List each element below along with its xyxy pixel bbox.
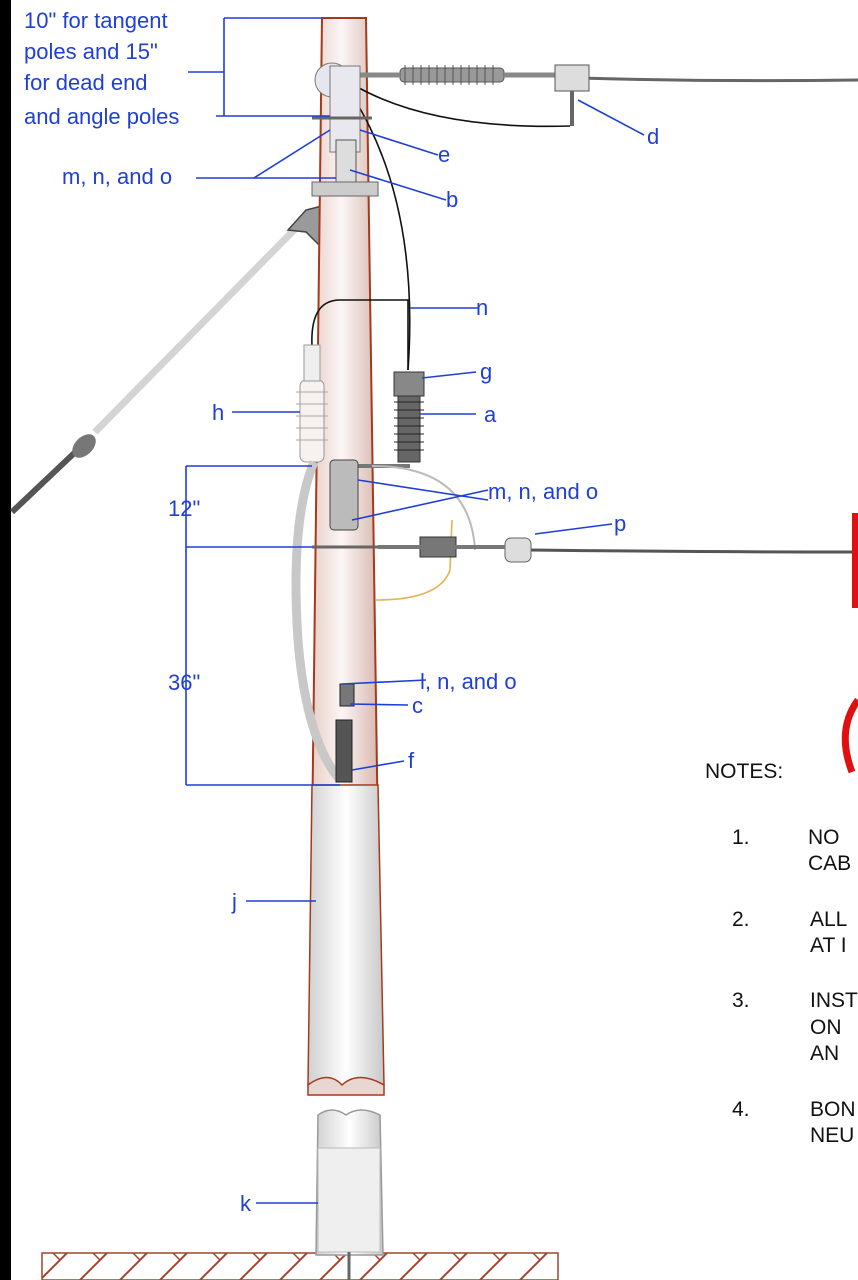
pole-butt-wrap xyxy=(317,1147,381,1253)
callout-k: k xyxy=(240,1191,252,1216)
jumper-wire-top xyxy=(351,83,571,128)
spacing-note-line-2: poles and 15" xyxy=(24,39,158,64)
dimension-36-inch: 36" xyxy=(168,670,200,695)
callout-l-n-o: l, n, and o xyxy=(420,669,517,694)
note-1-line-1: NO xyxy=(808,826,840,849)
cutout-mount xyxy=(335,139,357,189)
insulator-sheds xyxy=(404,65,494,85)
ground-wire-yellow xyxy=(375,519,453,601)
note-3-line-2: ON xyxy=(810,1016,842,1039)
lower-clamp xyxy=(339,683,355,707)
note-1-line-2: CAB xyxy=(808,852,851,875)
dimension-12-inch: 12" xyxy=(168,496,200,521)
callout-n: n xyxy=(476,295,488,320)
bracket-band xyxy=(311,181,379,197)
spacing-note-line-3: for dead end xyxy=(24,70,148,95)
termination-top xyxy=(303,344,321,382)
termination-sheds xyxy=(296,391,328,441)
service-drop-bundle xyxy=(371,465,476,551)
guy-attachment xyxy=(286,205,323,250)
jumper-wire-down xyxy=(349,91,411,371)
callout-c: c xyxy=(412,693,423,718)
dimension-lines xyxy=(185,17,340,786)
note-2-number: 2. xyxy=(732,908,750,931)
note-4-number: 4. xyxy=(732,1098,750,1121)
note-3-number: 3. xyxy=(732,989,750,1012)
suspension-insulator xyxy=(399,67,505,83)
callout-e: e xyxy=(438,142,450,167)
callout-j: j xyxy=(231,889,237,914)
deadend-clamp xyxy=(554,64,590,92)
callout-m-n-o-top: m, n, and o xyxy=(62,164,172,189)
red-accent-arc xyxy=(841,697,858,774)
callout-d: d xyxy=(647,124,659,149)
riser-cable xyxy=(291,460,344,783)
callout-a: a xyxy=(484,402,497,427)
guy-wire xyxy=(92,225,299,435)
note-4-line-1: BON xyxy=(810,1098,856,1121)
guy-turnbuckle xyxy=(72,434,96,458)
pole-break-top xyxy=(307,1076,385,1096)
ground-bracket xyxy=(329,459,359,531)
notes-heading: NOTES: xyxy=(705,760,783,783)
callout-m-n-o-mid: m, n, and o xyxy=(488,479,598,504)
surge-arrester xyxy=(397,395,421,463)
neutral-messenger xyxy=(529,548,858,554)
leader-lines xyxy=(196,99,645,1204)
note-2-line-1: ALL xyxy=(810,908,847,931)
left-edge-bar xyxy=(0,0,11,1280)
note-3-line-3: AN xyxy=(810,1042,839,1065)
note-4-line-2: NEU xyxy=(810,1124,854,1147)
riser-guard-grip xyxy=(335,719,353,783)
red-accent-block xyxy=(852,513,858,608)
ground-hatch xyxy=(41,1252,559,1280)
arrester-cap xyxy=(393,371,425,397)
callout-p: p xyxy=(614,511,626,536)
callout-g: g xyxy=(480,359,492,384)
pole-top-plate xyxy=(329,65,361,153)
pole-lower xyxy=(307,784,385,1086)
callout-b: b xyxy=(446,187,458,212)
arrester-sheds xyxy=(394,401,424,451)
note-3-line-1: INST xyxy=(810,989,858,1012)
note-2-line-2: AT I xyxy=(810,934,847,957)
riser-lead xyxy=(311,299,409,370)
neutral-clamp xyxy=(504,537,532,563)
note-1-number: 1. xyxy=(732,826,750,849)
callout-f: f xyxy=(408,748,415,773)
primary-conductor xyxy=(579,76,858,83)
spacing-note-line-1: 10" for tangent xyxy=(24,8,168,33)
callout-h: h xyxy=(212,400,224,425)
spacing-note-line-4: and angle poles xyxy=(24,104,179,129)
